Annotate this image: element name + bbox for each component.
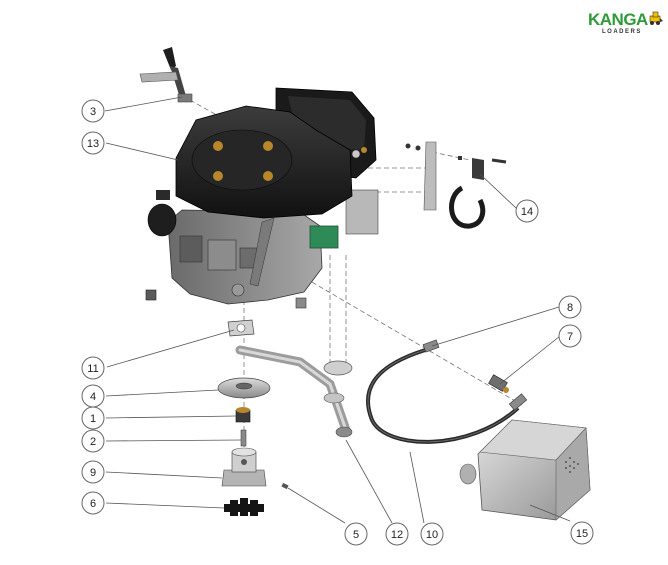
- callout-4: 4: [81, 384, 105, 408]
- callout-circle: [558, 324, 582, 348]
- callout-number: 2: [90, 436, 96, 448]
- callout-number: 6: [90, 498, 96, 510]
- callout-number: 3: [90, 106, 96, 118]
- callout-5: 5: [344, 522, 368, 546]
- part-spider-insert: [224, 498, 264, 516]
- callout-number: 11: [87, 363, 98, 375]
- callout-12: 12: [385, 522, 409, 546]
- callout-circle: [81, 406, 105, 430]
- callout-2: 2: [81, 429, 105, 453]
- part-muffler: [459, 419, 591, 521]
- callout-13: 13: [81, 131, 105, 155]
- kanga-loaders-logo: KANGA LOADERS: [588, 8, 664, 38]
- callout-number: 8: [567, 302, 573, 314]
- callout-circle: [81, 131, 105, 155]
- callout-14: 14: [515, 199, 539, 223]
- part-bushing: [235, 407, 251, 423]
- callout-number: 7: [567, 331, 573, 343]
- callout-number: 10: [426, 529, 438, 541]
- callout-3: 3: [81, 99, 105, 123]
- callout-circle: [81, 429, 105, 453]
- callout-1: 1: [81, 406, 105, 430]
- callout-number: 15: [576, 528, 588, 540]
- part-key-pin: [240, 429, 247, 447]
- callout-circle: [344, 522, 368, 546]
- callout-number: 4: [90, 391, 96, 403]
- part-engine-nuts: [145, 289, 307, 309]
- callout-circle: [81, 491, 105, 515]
- callout-circle: [385, 522, 409, 546]
- callout-number: 9: [90, 467, 96, 479]
- brand-name: KANGA: [588, 10, 648, 29]
- part-hose-fitting: [488, 374, 509, 393]
- part-hoses: [365, 339, 528, 444]
- part-set-screw: [281, 482, 289, 490]
- callout-circle: [81, 460, 105, 484]
- callout-circle: [515, 199, 539, 223]
- part-exhaust-pipe: [235, 345, 353, 438]
- callout-circle: [570, 521, 594, 545]
- callout-15: 15: [570, 521, 594, 545]
- callout-number: 14: [521, 206, 533, 218]
- callout-circle: [81, 356, 105, 380]
- part-engine: [147, 87, 379, 305]
- callout-9: 9: [81, 460, 105, 484]
- callout-11: 11: [81, 356, 105, 380]
- callout-circle: [81, 99, 105, 123]
- part-exhaust-gasket: [227, 319, 255, 337]
- callout-6: 6: [81, 491, 105, 515]
- callout-number: 5: [353, 529, 359, 541]
- part-throttle-lever: [139, 47, 193, 103]
- callout-number: 1: [90, 413, 96, 425]
- callout-circle: [420, 522, 444, 546]
- part-coupling-hub: [221, 447, 267, 487]
- callout-circle: [558, 295, 582, 319]
- callout-7: 7: [558, 324, 582, 348]
- loader-logo-icon: [649, 11, 663, 25]
- part-shaft-flange: [217, 377, 271, 399]
- callout-8: 8: [558, 295, 582, 319]
- brand-subtitle: LOADERS: [602, 29, 642, 35]
- callout-number: 13: [87, 138, 99, 150]
- callout-number: 12: [391, 529, 403, 541]
- callout-leader-lines: [104, 96, 571, 524]
- callout-10: 10: [420, 522, 444, 546]
